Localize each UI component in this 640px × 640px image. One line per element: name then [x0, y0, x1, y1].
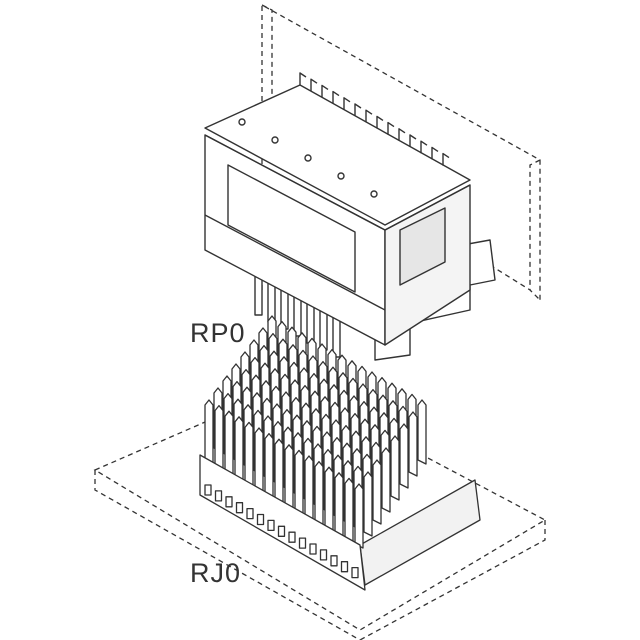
rp0-mounting-dot [370, 190, 378, 198]
rp0-pin [321, 84, 329, 98]
rp0-pin [343, 97, 351, 110]
rj0-tooth [319, 549, 328, 561]
rp0-top-face [204, 84, 471, 226]
rj0-tooth [351, 566, 359, 579]
rj0-tooth [256, 513, 265, 526]
rj0-pin [334, 472, 344, 538]
rp0-mounting-dot [304, 154, 312, 162]
rp0-pin [442, 152, 450, 166]
rj0-tooth [309, 543, 317, 555]
rj0-tooth [288, 531, 296, 543]
rj0-tooth [330, 555, 338, 567]
rp0-pin [365, 109, 373, 123]
rj0-pin [314, 460, 324, 527]
rj0-pin [274, 438, 284, 504]
rp0-connector [204, 72, 496, 361]
rj0-pin [304, 455, 314, 521]
rj0-tooth [277, 525, 286, 537]
rj0-tooth [267, 519, 275, 532]
rp0-pin [409, 134, 417, 147]
rj0-label: RJ0 [190, 558, 242, 588]
rp0-pin [398, 128, 406, 141]
rj0-tooth [214, 490, 223, 502]
rj0-pin [372, 459, 382, 525]
rj0-tooth [340, 561, 349, 573]
rj0-pin [244, 421, 254, 488]
rj0-pin [254, 427, 264, 493]
rj0-pin [417, 399, 427, 465]
rp0-label: RP0 [190, 318, 246, 348]
rp0-pin [376, 115, 384, 129]
rp0-pin [310, 78, 318, 92]
rj0-tooth [235, 502, 244, 514]
rp0-side-cavity [399, 207, 446, 286]
rp0-pin [354, 103, 362, 116]
rj0-pin [214, 404, 224, 471]
rp0-pin [431, 146, 439, 160]
rj0-pin [390, 435, 400, 501]
rj0-pin [294, 449, 304, 516]
rj0-pin [224, 410, 234, 476]
rp0-mounting-dot [337, 172, 345, 180]
rj0-pin [381, 447, 391, 513]
rj0-pin [204, 399, 214, 465]
panel-outline-upper [261, 3, 541, 301]
rj0-pin [363, 471, 373, 537]
rj0-pin [324, 466, 334, 532]
board-outline-lower [93, 384, 547, 640]
rp0-pin [332, 90, 340, 104]
rj0-tooth [298, 537, 307, 549]
rj0-pin [284, 444, 294, 510]
rp0-pin [420, 140, 428, 154]
rj0-pin [234, 416, 244, 482]
rj0-tooth [225, 496, 233, 508]
rp0-mounting-dot [238, 118, 246, 126]
rp0-pin [387, 121, 395, 135]
rp0-window [227, 164, 356, 293]
rj0-pin [344, 477, 354, 544]
rj0-pin [399, 423, 409, 489]
rj0-pin [354, 483, 364, 549]
rj0-tooth [204, 484, 212, 496]
rj0-pin [408, 411, 418, 477]
rj0-connector [199, 315, 481, 591]
rp0-pin [299, 72, 307, 85]
rj0-pin [264, 432, 274, 499]
rp0-mounting-dot [271, 136, 279, 144]
rj0-tooth [246, 507, 254, 520]
